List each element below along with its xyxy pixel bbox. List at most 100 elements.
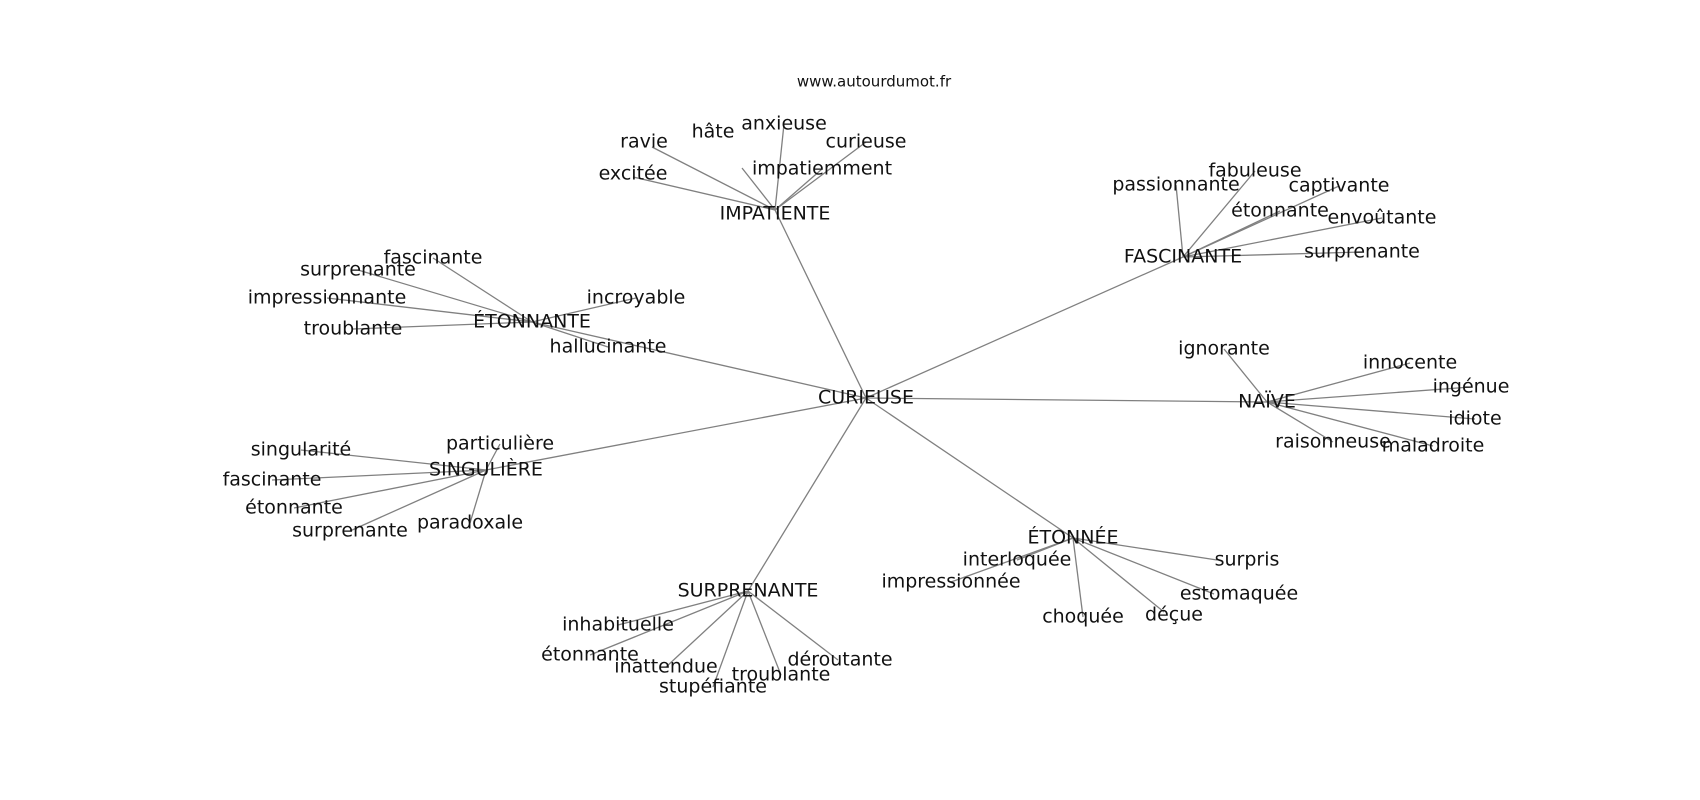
leaf-word-node[interactable]: fascinante [384, 247, 483, 269]
edge-center-to-hub [865, 397, 1268, 403]
edge-hub-to-leaf [651, 146, 776, 211]
edge-hub-to-leaf [1182, 217, 1383, 258]
edge-hub-to-leaf [1072, 537, 1165, 613]
edge-hub-to-leaf [352, 321, 533, 330]
leaf-word-node[interactable]: étonnante [541, 644, 639, 666]
leaf-word-node[interactable]: inattendue [614, 656, 717, 678]
edge-center-to-hub [747, 397, 867, 592]
leaf-word-node[interactable]: hallucinante [550, 336, 667, 358]
edge-center-to-hub [865, 256, 1184, 399]
edge-hub-to-leaf [1266, 401, 1334, 443]
edge-hub-to-leaf [469, 469, 487, 524]
hub-word-node[interactable]: NAÏVE [1238, 390, 1296, 413]
edge-hub-to-leaf [741, 167, 776, 211]
leaf-word-node[interactable]: singularité [251, 439, 351, 461]
edge-hub-to-leaf [632, 176, 776, 211]
edge-hub-to-leaf [589, 590, 749, 656]
leaf-word-node[interactable]: raisonneuse [1275, 431, 1391, 453]
edge-hub-to-leaf [531, 297, 637, 323]
leaf-word-node[interactable]: particulière [446, 433, 554, 455]
edge-hub-to-leaf [485, 443, 501, 471]
edge-hub-to-leaf [1182, 251, 1363, 258]
hub-word-node[interactable]: SURPRENANTE [678, 580, 819, 602]
hub-word-node[interactable]: ÉTONNANTE [473, 310, 591, 333]
edge-center-to-hub [774, 209, 867, 399]
edge-hub-to-leaf [1223, 348, 1268, 403]
edge-hub-to-leaf [1175, 184, 1184, 258]
edge-center-to-hub [485, 397, 867, 471]
edge-hub-to-leaf [349, 469, 487, 532]
leaf-word-node[interactable]: maladroite [1382, 435, 1485, 457]
leaf-word-node[interactable]: déroutante [787, 649, 892, 671]
edge-hub-to-leaf [774, 123, 785, 211]
leaf-word-node[interactable]: étonnante [1231, 200, 1329, 222]
edge-hub-to-leaf [712, 590, 749, 688]
edge-hub-to-leaf [432, 257, 533, 323]
edge-hub-to-leaf [326, 297, 533, 323]
hub-word-node[interactable]: ÉTONNÉE [1027, 526, 1118, 549]
leaf-word-node[interactable]: interloquée [963, 549, 1072, 571]
leaf-word-node[interactable]: surprenante [300, 259, 416, 281]
edge-hub-to-leaf [1072, 537, 1218, 561]
edge-hub-to-leaf [1266, 386, 1472, 403]
edge-hub-to-leaf [950, 537, 1074, 583]
edge-hub-to-leaf [1072, 537, 1084, 618]
leaf-word-node[interactable]: hâte [692, 121, 735, 143]
leaf-word-node[interactable]: innocente [1363, 352, 1457, 374]
leaf-word-node[interactable]: estomaquée [1180, 583, 1298, 605]
leaf-word-node[interactable]: déçue [1145, 604, 1203, 626]
leaf-word-node[interactable]: inhabituelle [562, 614, 674, 636]
leaf-word-node[interactable]: impressionnante [248, 287, 407, 309]
edge-hub-to-leaf [1072, 537, 1215, 595]
leaf-word-node[interactable]: excitée [599, 163, 668, 185]
edge-hub-to-leaf [1182, 170, 1256, 258]
leaf-word-node[interactable]: étonnante [245, 497, 343, 519]
leaf-word-node[interactable]: stupéfiante [659, 676, 767, 698]
leaf-word-node[interactable]: ignorante [1178, 338, 1270, 360]
leaf-word-node[interactable]: surprenante [292, 520, 408, 542]
center-word-node[interactable]: CURIEUSE [818, 387, 914, 409]
leaf-word-node[interactable]: anxieuse [741, 113, 827, 135]
hub-word-node[interactable]: IMPATIENTE [720, 203, 831, 225]
leaf-word-node[interactable]: passionnante [1112, 174, 1239, 196]
leaf-word-node[interactable]: surpris [1215, 549, 1280, 571]
edge-hub-to-leaf [531, 321, 609, 348]
edge-hub-to-leaf [1266, 401, 1434, 447]
leaf-word-node[interactable]: choquée [1042, 606, 1124, 628]
leaf-word-node[interactable]: ravie [620, 131, 668, 153]
edge-hub-to-leaf [747, 590, 839, 661]
hub-word-node[interactable]: SINGULIÈRE [429, 458, 543, 481]
leaf-word-node[interactable]: curieuse [826, 131, 907, 153]
edge-hub-to-leaf [774, 168, 823, 211]
edge-hub-to-leaf [271, 469, 487, 481]
leaf-word-node[interactable]: paradoxale [417, 512, 523, 534]
leaf-word-node[interactable]: surprenante [1304, 241, 1420, 263]
leaf-word-node[interactable]: envoûtante [1328, 207, 1437, 229]
edge-hub-to-leaf [293, 469, 487, 509]
edge-hub-to-leaf [665, 590, 749, 668]
edge-hub-to-leaf [617, 590, 749, 626]
leaf-word-node[interactable]: fascinante [223, 469, 322, 491]
leaf-word-node[interactable]: impatiemment [752, 158, 892, 180]
edge-center-to-hub [865, 397, 1074, 539]
edge-hub-to-leaf [357, 269, 533, 323]
leaf-word-node[interactable]: captivante [1289, 175, 1390, 197]
hub-word-node[interactable]: FASCINANTE [1124, 246, 1242, 268]
leaf-word-node[interactable]: incroyable [587, 287, 686, 309]
edge-hub-to-leaf [747, 590, 782, 676]
edge-hub-to-leaf [1266, 401, 1476, 420]
edge-hub-to-leaf [774, 141, 867, 211]
edge-hub-to-leaf [1266, 362, 1411, 403]
leaf-word-node[interactable]: troublante [732, 664, 831, 686]
edge-hub-to-leaf [300, 449, 487, 471]
leaf-word-node[interactable]: impressionnée [881, 571, 1020, 593]
edges-layer [271, 123, 1476, 688]
leaf-word-node[interactable]: troublante [304, 318, 403, 340]
leaf-word-node[interactable]: ingénue [1433, 376, 1510, 398]
edge-center-to-hub [531, 321, 867, 399]
leaf-word-node[interactable]: fabuleuse [1208, 160, 1301, 182]
labels-layer: CURIEUSE IMPATIENTE ravie hâte anxieusecurie… [223, 113, 1510, 698]
leaf-word-node[interactable]: idiote [1448, 408, 1501, 430]
edge-hub-to-leaf [1182, 210, 1281, 258]
